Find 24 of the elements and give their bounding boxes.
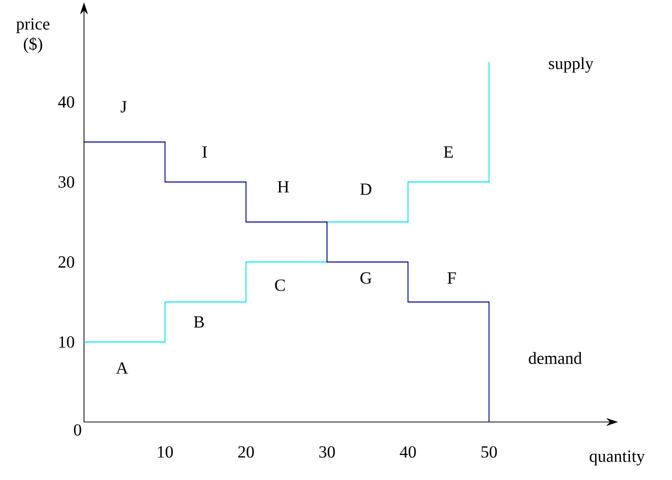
- area-letter: C: [275, 279, 285, 291]
- tick-label: 20: [58, 256, 74, 268]
- area-letter: A: [116, 362, 128, 374]
- tick-label: 10: [59, 336, 74, 348]
- tick-label: 20: [238, 446, 254, 458]
- series-label: supply: [548, 57, 594, 73]
- area-letter: J: [120, 101, 127, 112]
- area-letter: G: [360, 272, 372, 284]
- tick-label: 40: [400, 446, 416, 458]
- axis-title: quantity: [590, 450, 645, 466]
- area-letter: D: [360, 184, 372, 195]
- tick-label: 40: [58, 96, 74, 108]
- axis-title: price ($): [16, 18, 50, 54]
- area-letter: E: [444, 146, 453, 158]
- area-letter: I: [202, 146, 207, 158]
- tick-label: 30: [319, 446, 335, 458]
- series-label: demand: [528, 352, 582, 364]
- tick-label: 30: [58, 176, 74, 188]
- tick-label: 50: [482, 446, 497, 458]
- origin-label: 0: [74, 424, 82, 436]
- area-letter: F: [448, 272, 456, 284]
- tick-label: 10: [158, 446, 173, 458]
- area-letter: H: [278, 181, 289, 192]
- area-letter: B: [194, 316, 204, 328]
